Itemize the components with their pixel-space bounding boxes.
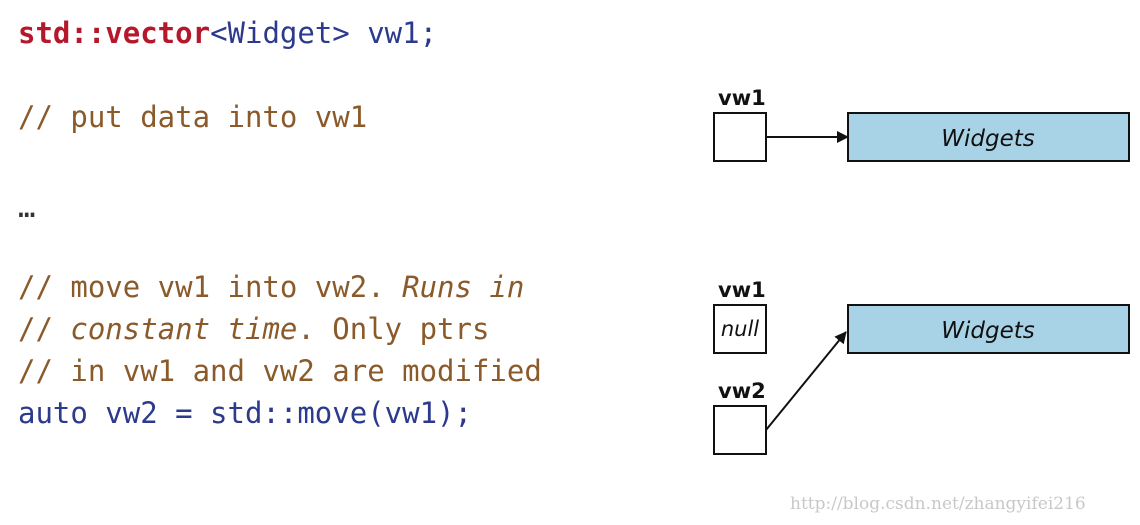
code-declaration-rest: <Widget> vw1; [210,16,438,50]
comment-plain-text: // move vw1 into vw2. [18,270,403,304]
comment-plain-only-ptrs: . Only ptrs [297,312,490,346]
top-widgets-box [847,112,1130,162]
code-line-declaration: std::vector<Widget> vw1; [18,14,437,52]
bottom-vw1-box [713,304,767,354]
bottom-vw1-null-value: null [721,317,759,341]
code-ellipsis: … [18,190,36,224]
bottom-vw2-label: vw2 [718,379,766,403]
code-comment-put-data: // put data into vw1 [18,100,368,134]
code-line-move-statement: auto vw2 = std::move(vw1); [18,396,472,430]
bottom-vw1-label: vw1 [718,278,766,302]
comment-italic-text: Runs in [402,270,525,304]
code-comment-move-line3: // in vw1 and vw2 are modified [18,354,542,388]
top-vw1-box [713,112,767,162]
comment-prefix: // [18,312,71,346]
comment-italic-constant-time: constant time [70,312,298,346]
code-comment-move-line1: // move vw1 into vw2. Runs in [18,268,524,306]
code-comment-move-line2: // constant time. Only ptrs [18,310,489,348]
bottom-pointer-arrow [765,331,847,431]
top-vw1-label: vw1 [718,86,766,110]
bottom-widgets-box [847,304,1130,354]
bottom-vw2-box [713,405,767,455]
top-widgets-label: Widgets [941,126,1034,152]
bottom-widgets-label: Widgets [941,318,1034,344]
watermark-url: http://blog.csdn.net/zhangyifei216 [790,494,1086,514]
code-keyword-std-vector: std::vector [18,16,211,50]
